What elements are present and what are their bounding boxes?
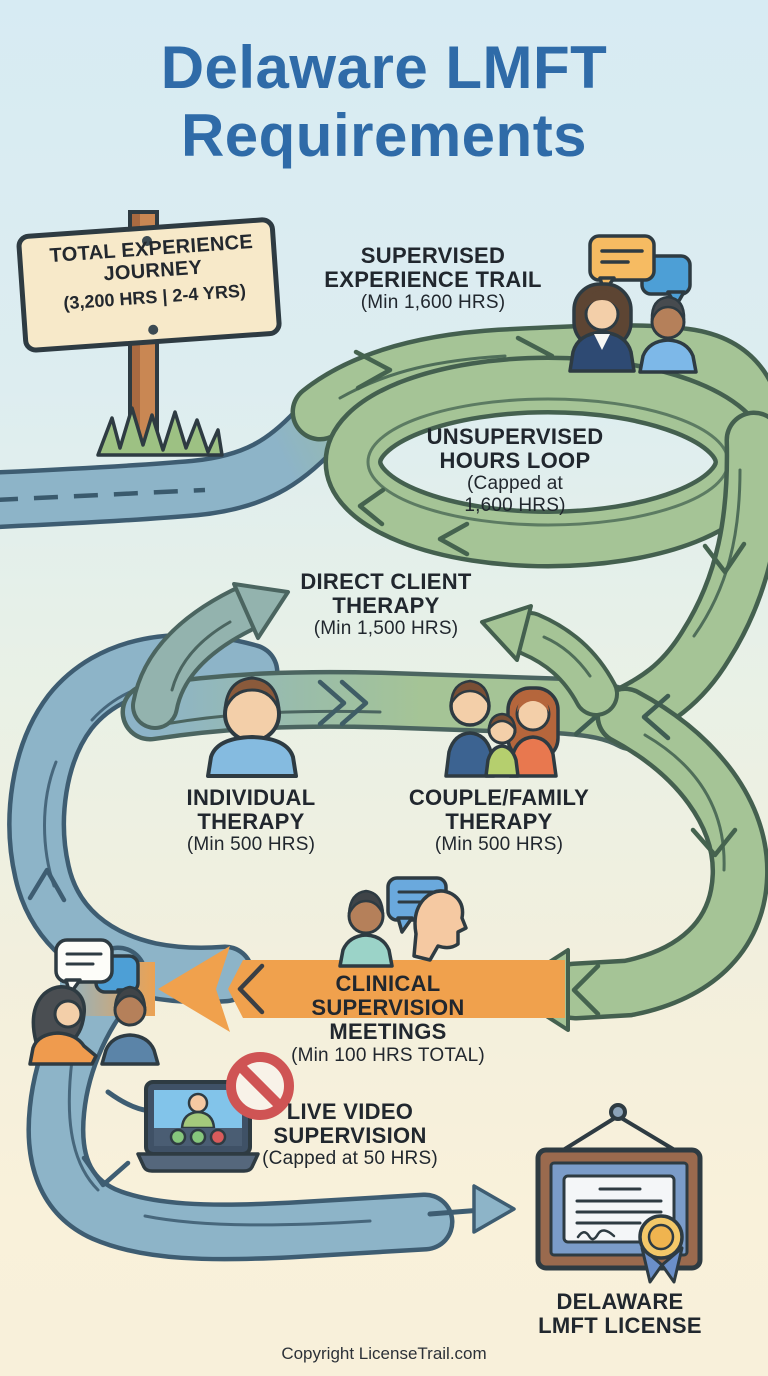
arrow-left-chevron [571,963,601,1017]
arrow-right-chevron [339,679,369,727]
meeting-pair-icon [28,938,160,1066]
clinical-supervisor-icon [338,889,394,968]
family-mother-icon [506,686,560,778]
arrow-left-chevron [357,487,386,527]
arrow-right-chevron [353,349,393,391]
supervision-meeting-icon [338,876,468,968]
direct-therapy-right-arrow [480,604,619,717]
grass-icon [96,406,224,457]
copyright-text: Copyright LicenseTrail.com [281,1344,487,1363]
right-descent-path [595,410,768,746]
sign-board [16,217,282,353]
arrow-right-chevron [317,679,347,727]
orange-arrowhead [158,946,230,1032]
arrow-down-chevron [702,541,747,575]
arrow-down-chevron [690,827,738,858]
video-call-laptop-icon [136,1080,260,1173]
family-icon [444,679,560,778]
meeting-man-icon [100,985,160,1066]
meeting-woman-icon [28,985,98,1066]
supervisor-pair-icon [568,234,698,374]
sign-screw-top [141,235,152,246]
arrow-left-chevron [237,963,265,1015]
individual-person-icon [206,676,298,778]
page-title: Delaware LMFT Requirements [160,34,608,169]
supervisor-woman-icon [568,282,636,373]
signature-squiggle [576,1229,616,1241]
prohibition-icon [226,1052,294,1120]
family-child-icon [484,712,520,778]
sweep-to-supervision-path [504,686,768,1032]
arrow-left-chevron [437,521,470,557]
license-certificate-icon [535,1103,703,1284]
signpost [16,210,282,457]
client-profile-icon [412,889,468,962]
junction-left-chevron [641,693,671,741]
supervisee-man-icon [638,295,698,374]
sign-screw-bottom [148,324,159,335]
arrow-down-chevron [81,1155,131,1188]
speech-bubble-white-icon [54,938,114,996]
road-dashed-centerline [0,487,206,502]
direct-therapy-left-arrow [131,582,290,730]
arrow-up-chevron [27,867,67,903]
orange-band-body [228,960,565,1018]
family-father-icon [444,679,496,778]
license-arrowhead [472,1184,516,1234]
